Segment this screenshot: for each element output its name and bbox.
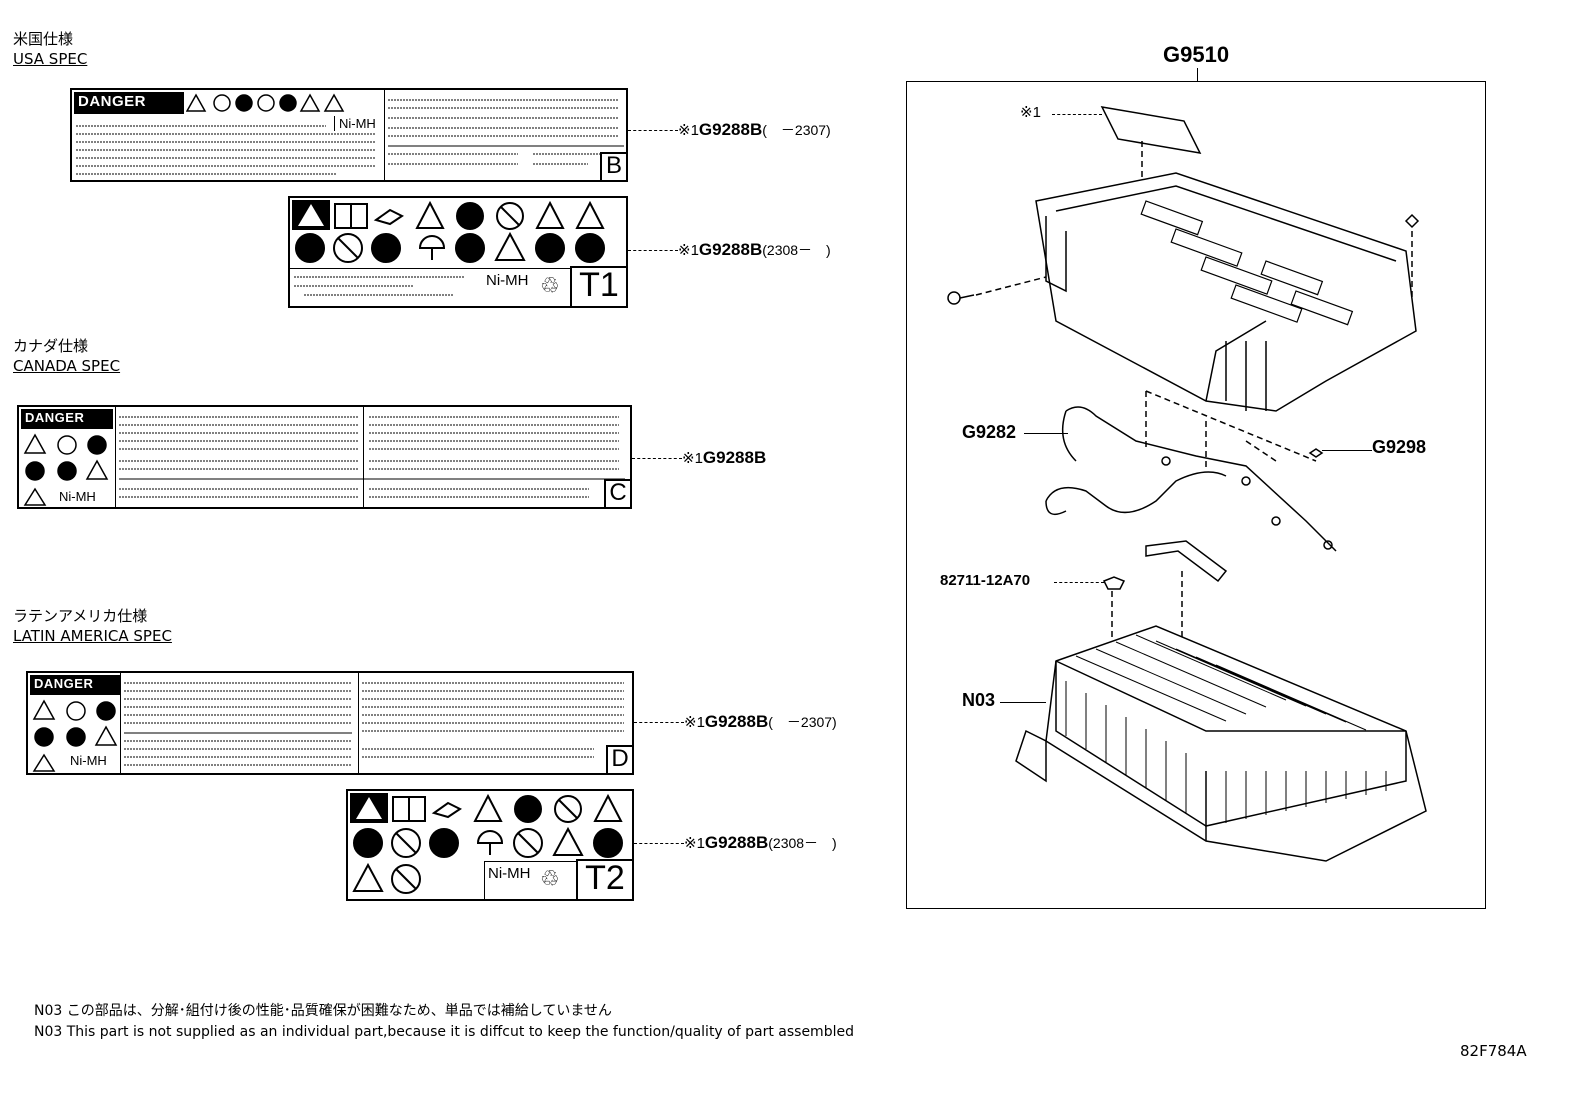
part-label-n03: N03 xyxy=(962,690,996,710)
nimh-mark: Ni-MH xyxy=(59,489,96,504)
ref-g9288b-latin-d: ※1G9288B( －2307) xyxy=(684,712,837,731)
warning-text-block xyxy=(294,276,464,296)
note-n03-jp: N03 この部品は、分解･組付け後の性能･品質確保が困難なため、単品では補給して… xyxy=(34,1003,612,1019)
warning-text-block-right xyxy=(388,99,624,165)
part-label-g9298: G9298 xyxy=(1372,437,1427,457)
ref-g9288b-canada-c: ※1G9288B xyxy=(682,448,767,467)
ref-g9288b-usa-b: ※1G9288B( －2307) xyxy=(678,120,831,139)
nimh-mark: Ni-MH xyxy=(486,272,529,289)
label-code-b: B xyxy=(600,152,626,180)
danger-banner: DANGER xyxy=(21,409,113,429)
assembly-mark-1: ※1 xyxy=(1020,104,1041,121)
assembly-title-g9510: G9510 xyxy=(1163,42,1230,67)
pictogram-icons xyxy=(292,200,605,263)
label-c: DANGER Ni-MH C xyxy=(17,405,632,509)
nimh-mark: Ni-MH xyxy=(70,753,107,768)
warning-symbols-icon xyxy=(32,699,118,772)
figure-id: 82F784A xyxy=(1460,1042,1527,1060)
part-label-g9282: G9282 xyxy=(962,422,1017,442)
usa-spec-en-heading: USA SPEC xyxy=(13,50,88,68)
label-code-c: C xyxy=(604,479,630,507)
nimh-mark: Ni-MH xyxy=(488,865,531,882)
ref-g9288b-usa-t1: ※1G9288B(2308－ ) xyxy=(678,240,831,259)
label-code-t1: T1 xyxy=(570,266,626,306)
label-t1: Ni-MH ♲ T1 xyxy=(288,196,628,308)
assembly-frame xyxy=(906,81,1486,909)
warning-symbols-icon xyxy=(186,93,345,112)
recycle-icon: ♲ xyxy=(540,867,560,892)
nimh-mark: Ni-MH xyxy=(334,116,380,131)
battery-assembly-exploded-drawing xyxy=(947,106,1427,862)
part-label-82711-12a70: 82711-12A70 xyxy=(940,572,1031,589)
warning-symbols-icon xyxy=(23,433,109,506)
label-code-d: D xyxy=(606,745,632,773)
label-t2: Ni-MH ♲ T2 xyxy=(346,789,634,901)
recycle-icon: ♲ xyxy=(540,274,560,299)
label-d: DANGER Ni-MH D xyxy=(26,671,634,775)
pictogram-icons xyxy=(350,793,623,894)
usa-spec-jp-heading: 米国仕様 xyxy=(13,30,74,48)
warning-text-block xyxy=(119,416,625,498)
warning-text-block xyxy=(76,125,376,175)
danger-banner: DANGER xyxy=(74,92,184,114)
canada-spec-jp-heading: カナダ仕様 xyxy=(13,337,89,355)
warning-text-block xyxy=(124,682,624,766)
note-n03-en: N03 This part is not supplied as an indi… xyxy=(34,1024,854,1040)
latin-spec-en-heading: LATIN AMERICA SPEC xyxy=(13,627,172,645)
ref-g9288b-latin-t2: ※1G9288B(2308－ ) xyxy=(684,833,837,852)
label-b: DANGER Ni-MH B xyxy=(70,88,628,182)
label-code-t2: T2 xyxy=(576,859,632,899)
danger-banner: DANGER xyxy=(30,675,120,695)
canada-spec-en-heading: CANADA SPEC xyxy=(13,357,121,375)
latin-spec-jp-heading: ラテンアメリカ仕様 xyxy=(13,607,148,625)
